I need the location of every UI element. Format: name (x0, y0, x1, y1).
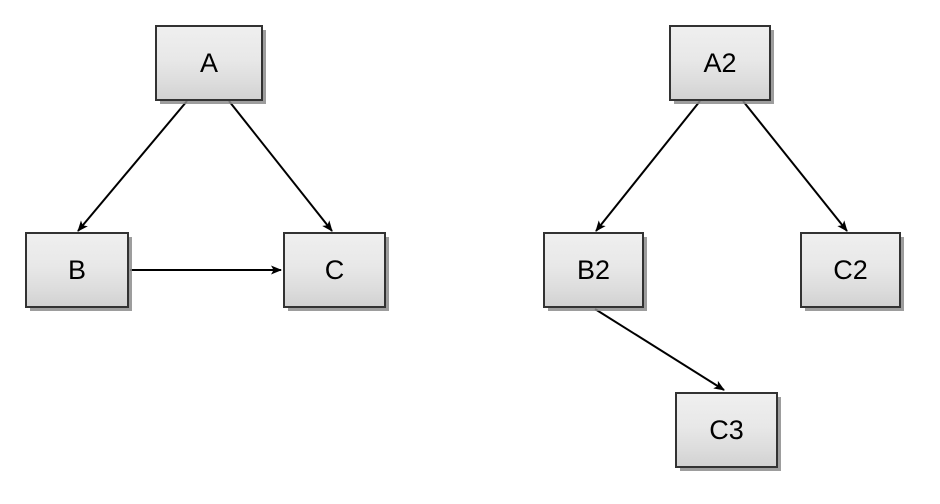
node-b2[interactable]: B2 (543, 232, 644, 308)
node-label: C3 (709, 414, 744, 445)
node-a[interactable]: A (155, 25, 263, 101)
node-c[interactable]: C (283, 232, 386, 308)
node-b[interactable]: B (25, 232, 129, 308)
node-label: B2 (576, 254, 611, 285)
edge-a-to-b (77, 100, 188, 232)
edges-group (77, 100, 848, 391)
node-c2[interactable]: C2 (800, 232, 901, 308)
edge-a2-to-b2 (595, 100, 701, 232)
node-label: C (324, 254, 345, 285)
node-label: B (67, 254, 86, 285)
node-label: C2 (833, 254, 868, 285)
edge-a-to-c (228, 100, 333, 232)
node-c3[interactable]: C3 (675, 392, 778, 468)
edge-a2-to-c2 (742, 100, 848, 232)
node-a2[interactable]: A2 (669, 25, 771, 101)
edge-b2-to-c3 (594, 308, 725, 391)
node-label: A (199, 47, 218, 78)
node-label: A2 (703, 47, 737, 78)
